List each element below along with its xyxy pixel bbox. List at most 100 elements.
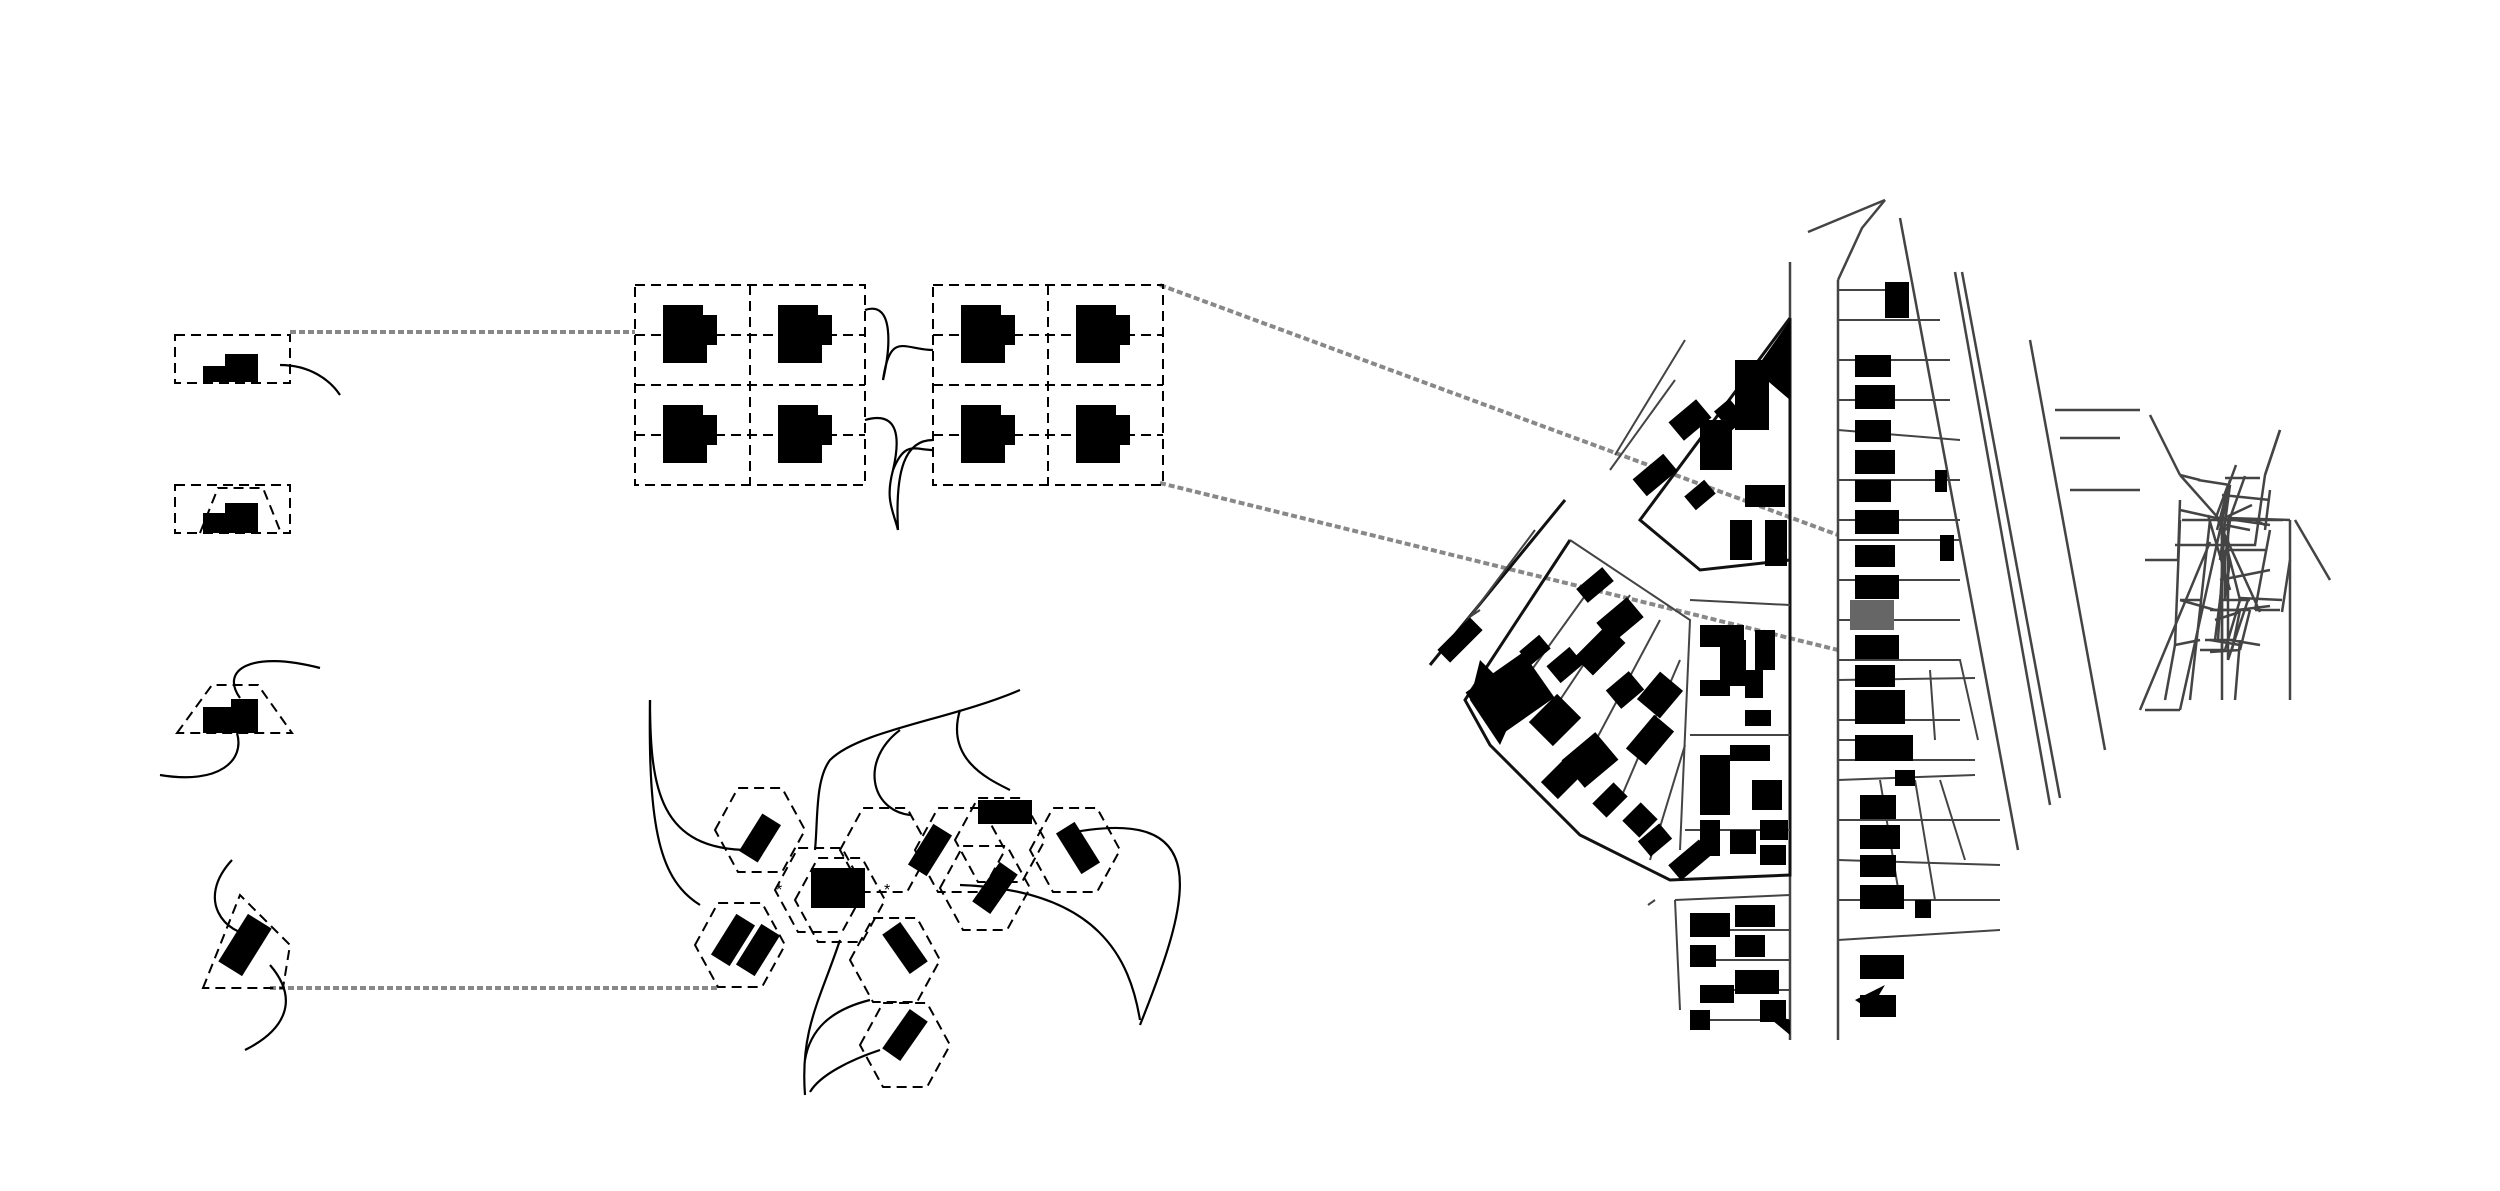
grid-cluster [634,284,1164,531]
building-mass [1855,510,1899,534]
building-mass [1860,825,1900,849]
building-mass [1519,634,1551,666]
grid-block [932,284,1164,486]
building-mass [1745,710,1771,726]
building-mass [1745,485,1785,507]
leader-line-grid-bottom-to-site [1159,481,1839,652]
building-mass [1915,900,1931,918]
building-mass [1700,985,1734,1003]
building-mass [1755,320,1790,400]
building-mass [1860,795,1896,819]
building-mass [1855,635,1899,659]
building-mass [1730,745,1770,761]
building-mass [1855,355,1891,377]
building-mass [1437,617,1483,663]
building-mass [1470,660,1520,745]
leader-lines [270,283,1839,990]
building-mass [1690,913,1730,937]
building-mass [978,800,1032,824]
building-mass [1576,567,1614,603]
building-mass [1690,945,1716,967]
building-mass [1700,420,1732,470]
building-mass [663,405,717,463]
building-mass [1735,905,1775,927]
unit-type-rectangular [174,334,341,396]
diamond-cluster: * * [648,688,1181,1096]
building-mass [1625,714,1675,766]
building-mass [1637,823,1673,857]
building-mass [1855,690,1905,724]
building-mass [1760,820,1788,840]
building-mass [203,354,258,382]
building-mass [1700,755,1730,815]
building-mass [1636,671,1684,719]
site-buildings [1437,282,1954,1035]
building-mass [1055,821,1101,875]
building-mass [663,305,717,363]
unit-type-diamond [159,660,321,779]
building-mass [972,862,1018,914]
building-mass [1855,575,1899,599]
building-mass [811,868,865,908]
building-mass [778,405,832,463]
building-mass [1855,985,1885,1010]
building-mass [1760,1010,1790,1035]
building-mass [1632,453,1678,497]
building-mass [1735,935,1765,957]
leader-line-grid-top-to-site [1159,283,1839,537]
grid-block [634,284,866,486]
building-mass [218,913,272,977]
building-mass [710,913,756,967]
building-mass [961,405,1015,463]
building-mass [1713,398,1747,432]
building-mass [1735,970,1779,994]
building-mass [203,699,258,733]
building-mass [778,305,832,363]
building-mass [1684,479,1716,511]
building-mass [1622,802,1658,838]
building-mass [1855,420,1891,442]
building-mass [1885,282,1909,318]
building-mass [1076,305,1130,363]
building-mass [1668,399,1712,441]
building-mass [1592,782,1628,818]
building-mass [1730,520,1752,560]
building-mass [735,923,781,977]
building-mass [1540,760,1580,800]
svg-text:*: * [776,882,782,899]
building-mass [1528,693,1582,747]
site-plan [1428,198,2332,1040]
unit-type-rotated-diamond [201,859,292,1051]
building-mass [1730,830,1756,854]
building-mass [1596,597,1644,643]
building-mass [1855,450,1895,474]
building-mass [1720,640,1746,686]
highlighted-building [1850,600,1894,630]
building-mass [1855,480,1891,502]
building-mass [1855,665,1895,687]
building-mass [1668,839,1712,881]
building-mass [961,305,1015,363]
building-mass [1860,955,1904,979]
svg-text:*: * [884,882,890,899]
building-mass [882,922,928,974]
unit-type-trapezoid [174,484,291,534]
building-mass [1940,535,1954,561]
building-mass [1895,770,1915,786]
building-mass [739,813,781,863]
building-mass [882,1009,928,1061]
building-mass [1755,630,1775,670]
building-mass [907,823,953,877]
building-mass [1605,671,1645,709]
building-mass [1745,670,1763,698]
building-mass [1860,885,1904,909]
building-mass [1546,646,1584,684]
building-mass [203,503,258,533]
building-mass [1700,680,1730,696]
building-mass [1855,545,1895,567]
building-mass [1076,405,1130,463]
building-mass [1561,732,1619,788]
unit-types [159,334,341,1051]
building-mass [1860,855,1896,877]
